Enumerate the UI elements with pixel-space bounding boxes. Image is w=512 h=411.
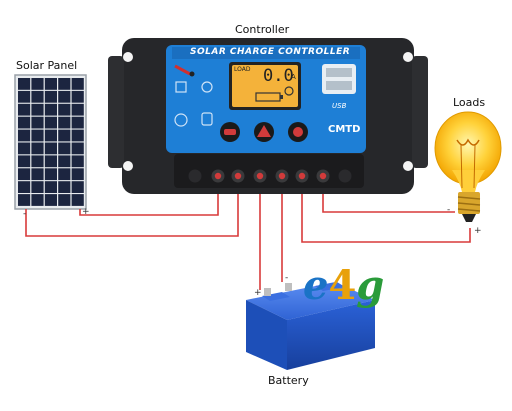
lcd-tag: LOAD (234, 66, 251, 73)
solar-cell (18, 155, 31, 168)
solar-cell (71, 129, 84, 142)
solar-panel-label: Solar Panel (16, 59, 78, 72)
solar-cell (58, 142, 71, 155)
solar-cell (71, 78, 84, 90)
solar-cell (18, 194, 31, 206)
solar-cell (44, 103, 57, 116)
solar-cell (44, 194, 57, 206)
solar-cell (31, 103, 44, 116)
solar-cell (44, 181, 57, 193)
solar-cell (18, 142, 31, 155)
solar-minus-mark: - (23, 209, 27, 219)
solar-cell (58, 129, 71, 142)
lcd-value: 0.0 (263, 66, 294, 86)
e4g-logo: e4g (303, 262, 384, 309)
solar-cell (18, 116, 31, 129)
lock-icon (201, 112, 213, 126)
solar-cell (71, 155, 84, 168)
load-positive-wire (301, 182, 471, 243)
solar-cell (71, 181, 84, 193)
solar-cell (71, 142, 84, 155)
panel-sun-icon (174, 64, 191, 76)
terminal-contact (214, 172, 222, 180)
loads-label: Loads (453, 96, 486, 109)
terminal-block (174, 154, 364, 188)
light-bulb (434, 111, 502, 222)
solar-cell (18, 129, 31, 142)
solar-cell (31, 129, 44, 142)
solar-plus-mark: + (82, 207, 90, 217)
solar-cell (71, 194, 84, 206)
terminal-contact (256, 172, 264, 180)
solar-cell (58, 181, 71, 193)
solar-cell (71, 90, 84, 103)
solar-cell (44, 129, 57, 142)
bulb-icon (284, 86, 294, 96)
solar-cell (31, 90, 44, 103)
controller-brand: CMTD (328, 124, 361, 135)
solar-cell (31, 142, 44, 155)
lcd-unit: A (291, 73, 296, 81)
battery-plus-mark: + (254, 288, 262, 298)
load-minus-mark: - (447, 205, 451, 215)
solar-cell (58, 168, 71, 181)
terminal-screw (188, 169, 202, 183)
battery (246, 282, 375, 370)
solar-cell (31, 78, 44, 90)
solar-cell (58, 194, 71, 206)
terminal-contact (319, 172, 327, 180)
charge-controller (108, 38, 428, 194)
solar-cell (31, 168, 44, 181)
solar-negative-wire (25, 182, 239, 237)
solar-cell (44, 78, 57, 90)
solar-cell (71, 168, 84, 181)
terminal-contact (278, 172, 286, 180)
solar-cell (31, 194, 44, 206)
solar-cell (18, 181, 31, 193)
solar-cell (58, 116, 71, 129)
solar-cell (58, 155, 71, 168)
battery-minus-mark: - (285, 273, 289, 283)
terminal-screw (338, 169, 352, 183)
solar-cell (31, 116, 44, 129)
solar-cell (71, 103, 84, 116)
solar-cell (44, 90, 57, 103)
solar-cell (58, 103, 71, 116)
solar-positive-wire (79, 182, 219, 216)
solar-cell (18, 168, 31, 181)
logo-e: e (303, 262, 329, 309)
solar-cell (18, 78, 31, 90)
solar-cell (71, 116, 84, 129)
logo-4: 4 (328, 262, 357, 309)
solar-cell (58, 78, 71, 90)
solar-cell (31, 181, 44, 193)
controller-label: Controller (235, 23, 290, 36)
terminal-contact (234, 172, 242, 180)
usb-label: USB (332, 102, 347, 110)
logo-g: g (356, 262, 385, 309)
solar-cell (44, 116, 57, 129)
battery-label: Battery (268, 374, 309, 387)
timer-icon (174, 113, 188, 127)
solar-cell (44, 155, 57, 168)
solar-cell (18, 90, 31, 103)
panel-icon (175, 81, 187, 93)
solar-cell (44, 168, 57, 181)
solar-cell (58, 90, 71, 103)
terminal-contact (298, 172, 306, 180)
settings-icon (201, 81, 213, 93)
solar-cell (31, 155, 44, 168)
wires (25, 182, 471, 290)
solar-panel (14, 74, 87, 210)
solar-cell (44, 142, 57, 155)
load-plus-mark: + (474, 226, 482, 236)
controller-title: SOLAR CHARGE CONTROLLER (190, 47, 351, 57)
solar-cell (18, 103, 31, 116)
